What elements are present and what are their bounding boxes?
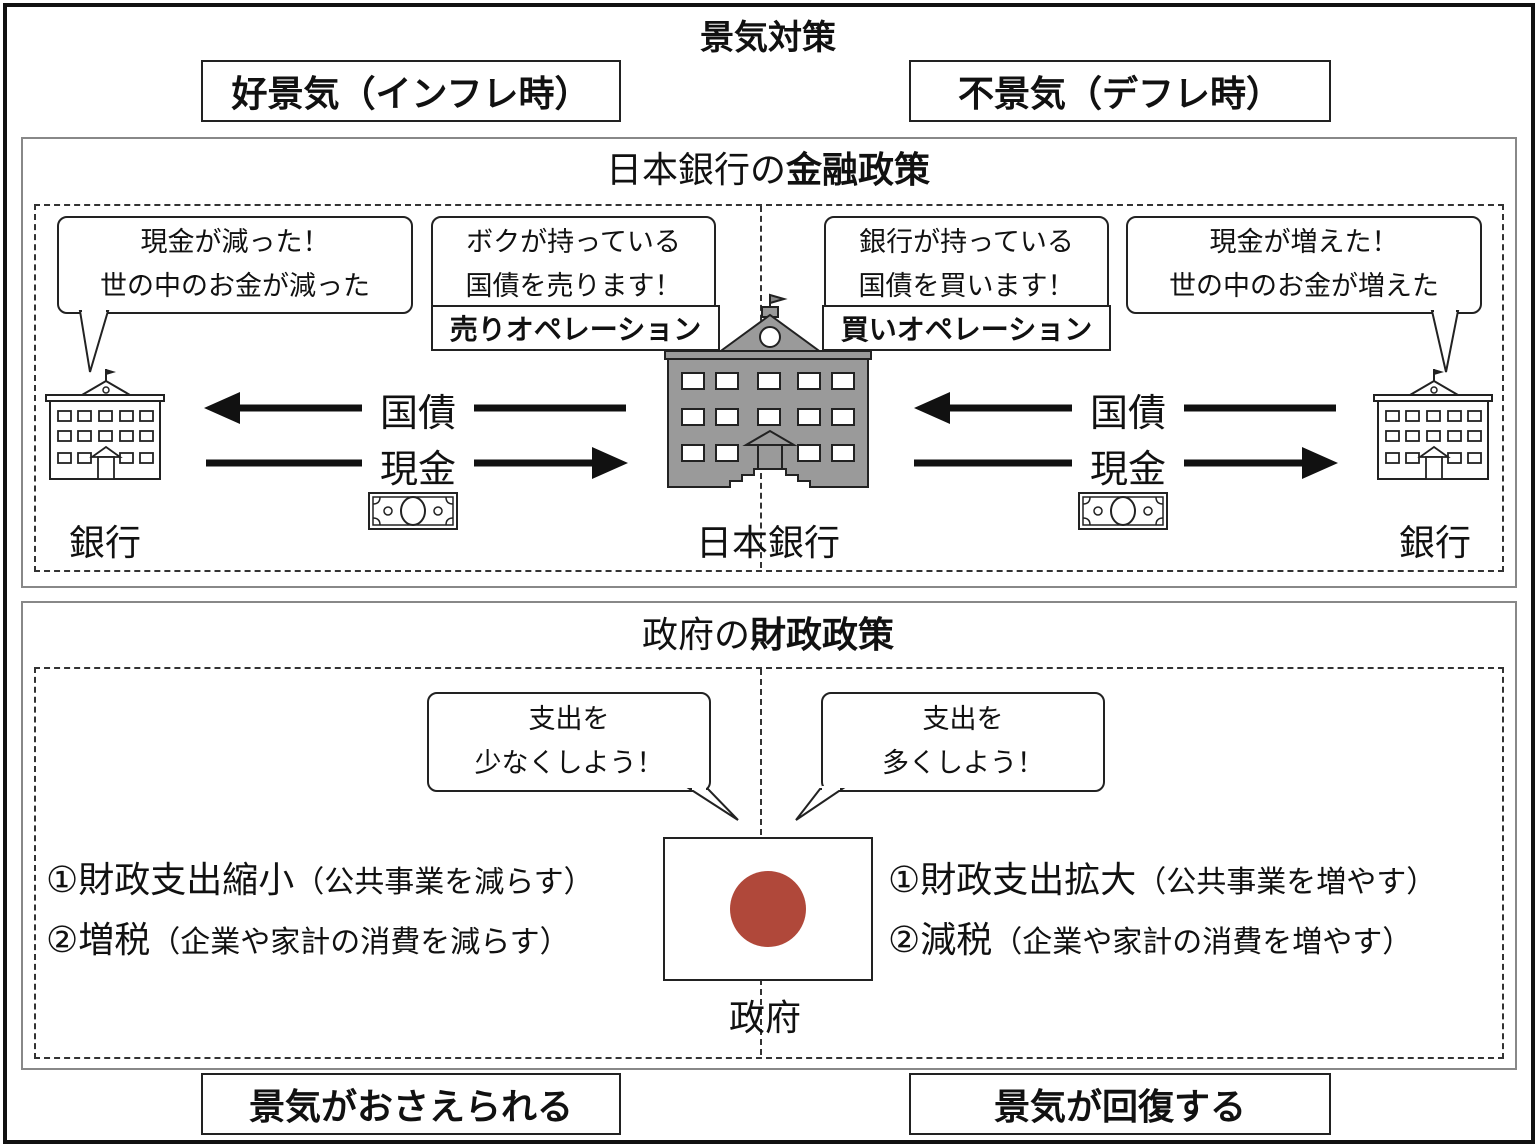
right-banknote-icon bbox=[1078, 492, 1168, 530]
right-bank-speech-bubble: 現金が増えた！ 世の中のお金が増えた bbox=[1126, 216, 1482, 314]
gov-increase-bubble-line1: 支出を bbox=[922, 704, 1004, 735]
left-bond-arrow-head bbox=[204, 392, 240, 424]
left-bank-bubble-line1: 現金が減った！ bbox=[140, 227, 330, 258]
boom-fiscal-item-2-main: ②増税 bbox=[46, 920, 151, 961]
right-bank-label: 銀行 bbox=[1398, 523, 1471, 564]
page-title: 景気対策 bbox=[700, 17, 836, 58]
boom-header: 好景気（インフレ時） bbox=[201, 60, 621, 122]
right-bank-bubble-tail bbox=[1430, 308, 1460, 373]
right-bond-arrow-head bbox=[914, 392, 950, 424]
right-bond-label: 国債 bbox=[1072, 384, 1184, 435]
slump-header: 不景気（デフレ時） bbox=[909, 60, 1331, 122]
central-bank-building-icon bbox=[664, 293, 872, 488]
gov-reduce-speech-bubble: 支出を 少なくしよう！ bbox=[427, 692, 711, 792]
sell-operation-label: 売りオペレーション bbox=[431, 305, 720, 351]
left-cash-arrow-head bbox=[592, 447, 628, 479]
boj-buy-speech-bubble: 銀行が持っている 国債を買います！ bbox=[824, 216, 1109, 314]
government-label: 政府 bbox=[728, 998, 801, 1039]
left-bank-building-icon bbox=[45, 369, 165, 480]
fiscal-title-prefix: 政府の bbox=[641, 615, 750, 656]
monetary-policy-title: 日本銀行の金融政策 bbox=[468, 142, 1068, 192]
right-bank-bubble-line1: 現金が増えた！ bbox=[1209, 227, 1399, 258]
boom-fiscal-item-1: ①財政支出縮小（公共事業を減らす） bbox=[46, 858, 594, 904]
boom-result: 景気がおさえられる bbox=[201, 1073, 621, 1135]
slump-fiscal-item-1-main: ①財政支出拡大 bbox=[888, 860, 1137, 901]
slump-fiscal-item-1-sub: （公共事業を増やす） bbox=[1136, 865, 1437, 900]
boom-fiscal-item-2-sub: （企業や家計の消費を減らす） bbox=[150, 925, 570, 960]
slump-result: 景気が回復する bbox=[909, 1073, 1331, 1135]
boom-fiscal-item-1-main: ①財政支出縮小 bbox=[46, 860, 295, 901]
slump-fiscal-item-2-sub: （企業や家計の消費を増やす） bbox=[992, 925, 1413, 960]
slump-fiscal-item-2: ②減税（企業や家計の消費を増やす） bbox=[888, 918, 1412, 964]
left-bank-bubble-tail bbox=[78, 308, 110, 373]
gov-bubble-tails bbox=[686, 786, 846, 821]
gov-increase-bubble-line2: 多くしよう！ bbox=[882, 748, 1044, 779]
fiscal-title-bold: 財政政策 bbox=[750, 615, 895, 656]
gov-increase-speech-bubble: 支出を 多くしよう！ bbox=[821, 692, 1105, 792]
boom-fiscal-item-2: ②増税（企業や家計の消費を減らす） bbox=[46, 918, 570, 964]
gov-reduce-bubble-line2: 少なくしよう！ bbox=[474, 748, 664, 779]
left-bank-label: 銀行 bbox=[68, 523, 141, 564]
japan-flag-icon bbox=[663, 837, 873, 981]
right-bank-building-icon bbox=[1373, 369, 1493, 480]
boj-sell-bubble-line1: ボクが持っている bbox=[466, 227, 681, 258]
left-bond-label: 国債 bbox=[362, 384, 474, 435]
slump-fiscal-item-2-main: ②減税 bbox=[888, 920, 993, 961]
slump-fiscal-item-1: ①財政支出拡大（公共事業を増やす） bbox=[888, 858, 1436, 904]
outer-frame bbox=[3, 3, 1535, 1144]
gov-reduce-bubble-line1: 支出を bbox=[528, 704, 610, 735]
right-cash-arrow-head bbox=[1302, 447, 1338, 479]
fiscal-dashed-area bbox=[34, 667, 1504, 1059]
left-bank-bubble-line2: 世の中のお金が減った bbox=[100, 271, 370, 302]
boj-buy-bubble-line1: 銀行が持っている bbox=[859, 227, 1074, 258]
right-cash-label: 現金 bbox=[1072, 440, 1184, 491]
monetary-policy-panel bbox=[21, 137, 1517, 588]
right-bank-bubble-line2: 世の中のお金が増えた bbox=[1169, 271, 1439, 302]
monetary-dashed-area bbox=[34, 204, 1504, 572]
monetary-title-bold: 金融政策 bbox=[786, 150, 931, 191]
central-bank-label: 日本銀行 bbox=[695, 523, 840, 564]
buy-operation-label: 買いオペレーション bbox=[822, 305, 1111, 351]
boj-sell-bubble-line2: 国債を売ります！ bbox=[465, 271, 682, 302]
left-bank-speech-bubble: 現金が減った！ 世の中のお金が減った bbox=[57, 216, 413, 314]
fiscal-policy-panel bbox=[21, 601, 1517, 1070]
left-cash-label: 現金 bbox=[362, 440, 474, 491]
fiscal-policy-title: 政府の財政政策 bbox=[468, 606, 1068, 658]
left-banknote-icon bbox=[368, 492, 458, 530]
boj-buy-bubble-line2: 国債を買います！ bbox=[858, 271, 1075, 302]
monetary-title-prefix: 日本銀行の bbox=[605, 150, 786, 191]
boom-fiscal-item-1-sub: （公共事業を減らす） bbox=[294, 865, 594, 900]
